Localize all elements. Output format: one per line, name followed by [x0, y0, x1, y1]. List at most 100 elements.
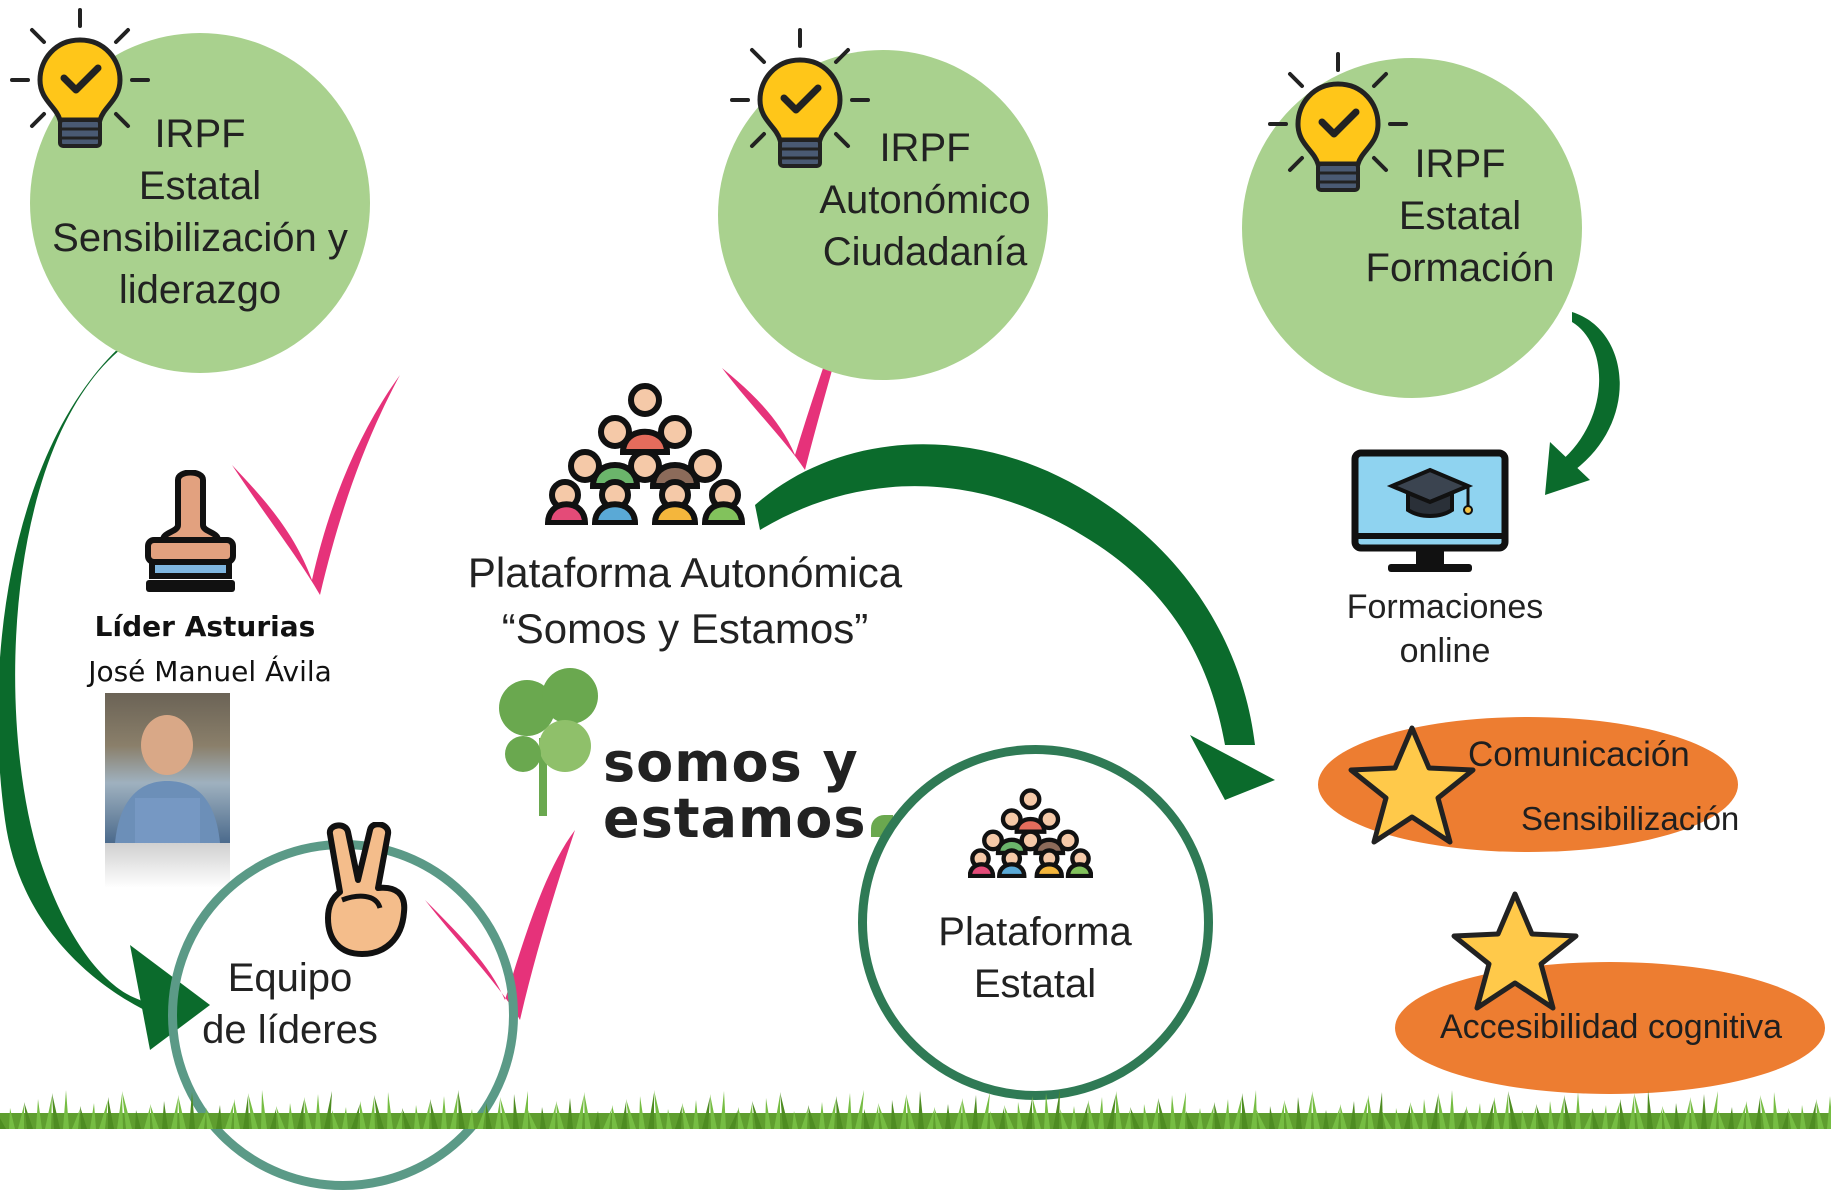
- grass-blade: [396, 1111, 402, 1129]
- grass-blade: [225, 1102, 234, 1129]
- grass-blade: [927, 1110, 934, 1129]
- grass-blade: [9, 1108, 15, 1129]
- grass-blade: [1044, 1093, 1050, 1129]
- grass-blade: [900, 1097, 906, 1129]
- grass-blade: [1710, 1091, 1718, 1129]
- grass-blade: [1690, 1097, 1698, 1129]
- grass-blade: [1530, 1107, 1536, 1129]
- grass-blade: [1170, 1095, 1176, 1129]
- grass-blade: [1312, 1091, 1320, 1129]
- grass-decoration: [0, 1090, 1831, 1129]
- grass-blade: [1404, 1105, 1410, 1129]
- grass-blade: [1368, 1095, 1374, 1129]
- peace-hand-icon: [325, 822, 408, 957]
- ring-plataforma-estatal: [858, 745, 1213, 1100]
- grass-blade: [135, 1110, 141, 1129]
- grass-blade: [999, 1108, 1005, 1129]
- grass-blade: [603, 1108, 612, 1129]
- grass-blade: [855, 1090, 864, 1129]
- grass-blade: [1592, 1108, 1599, 1129]
- grass-blade: [1080, 1103, 1088, 1129]
- grass-blade: [1476, 1103, 1482, 1129]
- grass-blade: [702, 1097, 710, 1129]
- lightbulb-check-icon: [1268, 52, 1408, 192]
- grass-blade: [414, 1105, 420, 1129]
- grass-blade: [332, 1110, 339, 1129]
- grass-blade: [90, 1103, 96, 1129]
- grass-blade: [1564, 1095, 1572, 1129]
- grass-blade: [556, 1101, 564, 1129]
- leader-name: José Manuel Ávila: [88, 655, 332, 688]
- grass-blade: [1701, 1094, 1707, 1129]
- grass-blade: [1422, 1099, 1428, 1129]
- tag-sensibilizacion: Sensibilización: [1521, 800, 1740, 837]
- grass-blade: [1620, 1099, 1626, 1129]
- grass-blade: [693, 1100, 699, 1129]
- grass-blade: [0, 1118, 6, 1129]
- grass-blade: [1485, 1100, 1494, 1129]
- grass-blade: [150, 1104, 159, 1129]
- grass-blade: [117, 1094, 123, 1129]
- tag-comunicacion: Comunicación: [1468, 735, 1690, 774]
- grass-blade: [1438, 1093, 1446, 1129]
- grass-blade: [675, 1106, 682, 1129]
- grass-blade: [36, 1099, 42, 1129]
- grass-blade: [80, 1106, 87, 1129]
- grass-blade: [1284, 1100, 1293, 1129]
- lightbulb-check-icon: [730, 28, 870, 168]
- grass-blade: [945, 1104, 951, 1129]
- clover-icon: [499, 668, 598, 816]
- grass-blade: [108, 1097, 114, 1129]
- grass-blade: [1683, 1100, 1690, 1129]
- grass-blade: [1602, 1105, 1608, 1129]
- grass-blade: [1214, 1102, 1221, 1129]
- label-irpf-autonomico: IRPF Autonómico Ciudadanía: [790, 122, 1060, 278]
- grass-blade: [458, 1090, 465, 1129]
- lightbulb-check-icon: [10, 8, 150, 148]
- node-line: Estatal: [1398, 194, 1522, 238]
- grass-blade: [1508, 1091, 1518, 1129]
- grass-blade: [468, 1109, 474, 1129]
- grass-blade: [1718, 1110, 1725, 1129]
- grass-blade: [747, 1104, 753, 1129]
- grass-blade: [1017, 1102, 1023, 1129]
- grass-blade: [1800, 1105, 1806, 1129]
- grass-blade: [819, 1102, 825, 1129]
- grass-blade: [1130, 1107, 1140, 1129]
- grass-blade: [324, 1091, 332, 1129]
- grass-blade: [276, 1106, 285, 1129]
- grass-blade: [1656, 1109, 1662, 1129]
- grass-blade: [864, 1109, 870, 1129]
- arrow-right-curve: [1560, 312, 1620, 470]
- star-icon: [1451, 891, 1579, 1011]
- grass-blade: [846, 1093, 852, 1129]
- grass-blade: [1060, 1109, 1068, 1129]
- grass-blade: [639, 1096, 645, 1129]
- grass-blade: [540, 1107, 546, 1129]
- grass-blade: [1521, 1110, 1527, 1129]
- grass-blade: [430, 1099, 438, 1129]
- grass-blade: [1674, 1103, 1680, 1129]
- arrow-right-head: [1545, 442, 1590, 495]
- node-line: IRPF: [154, 112, 246, 156]
- grass-blade: [954, 1101, 962, 1129]
- grass-blade: [729, 1110, 738, 1129]
- grass-blade: [1410, 1102, 1419, 1129]
- grass-blade: [99, 1100, 108, 1129]
- node-line: Plataforma: [938, 910, 1132, 954]
- grass-blade: [162, 1101, 168, 1129]
- grass-blade: [288, 1103, 294, 1129]
- grass-blade: [710, 1094, 717, 1129]
- grass-blade: [189, 1092, 195, 1129]
- grass-blade: [981, 1092, 990, 1129]
- crowd-icon: [545, 383, 745, 525]
- grass-blade: [666, 1109, 672, 1129]
- star-icon: [1348, 725, 1476, 845]
- grass-blade: [261, 1090, 267, 1129]
- grass-blade: [738, 1107, 744, 1129]
- grass-blade: [1760, 1095, 1770, 1129]
- grass-blade: [836, 1096, 843, 1129]
- check-mark-1: [232, 375, 400, 595]
- grass-blade: [1125, 1110, 1131, 1129]
- grass-blade: [178, 1095, 186, 1129]
